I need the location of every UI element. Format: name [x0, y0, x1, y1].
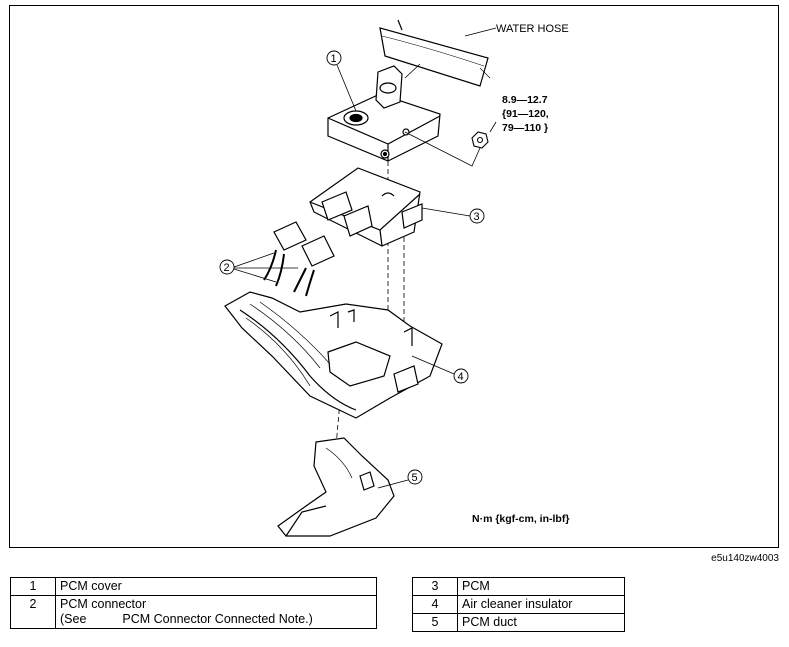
svg-text:3: 3 — [474, 211, 480, 223]
nut — [471, 131, 489, 149]
torque-spec-line-2: {91—120, — [502, 108, 549, 120]
water-hose-leader — [464, 27, 497, 37]
legend-number: 3 — [412, 577, 458, 596]
legend-note-prefix: (See — [60, 612, 87, 626]
torque-spec-line-3: 79—110 } — [502, 122, 548, 134]
legend-number: 4 — [412, 595, 458, 614]
legend-text-cell: PCM connector (See PCM Connector Connecte… — [55, 595, 377, 629]
legend-number: 2 — [10, 595, 56, 629]
pcm-connector-note-link[interactable]: PCM Connector Connected Note.) — [122, 612, 313, 626]
legend-table-left: 1 PCM cover 2 PCM connector (See PCM Conn… — [10, 577, 377, 629]
pcm-connectors — [263, 221, 335, 297]
svg-text:5: 5 — [412, 472, 418, 484]
callout-5: 5 — [377, 469, 423, 489]
legend-text: PCM — [457, 577, 625, 596]
water-hose — [379, 19, 491, 87]
legend-text: PCM cover — [55, 577, 377, 596]
svg-text:4: 4 — [458, 371, 464, 383]
legend-row: 4 Air cleaner insulator — [412, 595, 625, 614]
exploded-diagram: WATER HOSE 1 8.9—12.7 {91—120, 7 — [219, 19, 569, 537]
legend-table-right: 3 PCM 4 Air cleaner insulator 5 PCM duct — [412, 577, 625, 632]
callout-1: 1 — [326, 50, 357, 112]
pcm-duct — [277, 437, 395, 537]
legend-row: 1 PCM cover — [10, 577, 377, 596]
pcm-cover — [327, 65, 441, 162]
air-cleaner-insulator — [224, 291, 443, 419]
units-note: N·m {kgf-cm, in-lbf} — [472, 513, 569, 525]
diagram-frame: WATER HOSE 1 8.9—12.7 {91—120, 7 — [9, 5, 779, 548]
water-hose-label: WATER HOSE — [496, 23, 569, 35]
pcm-unit — [309, 167, 423, 247]
legend-row: 5 PCM duct — [412, 613, 625, 632]
legend-row: 2 PCM connector (See PCM Connector Connec… — [10, 595, 377, 629]
figure-id: e5u140zw4003 — [711, 553, 779, 564]
legend-text: PCM duct — [457, 613, 625, 632]
callout-2: 2 — [219, 252, 298, 283]
legend-text: PCM connector — [60, 597, 147, 611]
svg-text:2: 2 — [224, 262, 230, 274]
svg-text:1: 1 — [331, 53, 337, 65]
legend-number: 1 — [10, 577, 56, 596]
legend-text: Air cleaner insulator — [457, 595, 625, 614]
legend-number: 5 — [412, 613, 458, 632]
legend-row: 3 PCM — [412, 577, 625, 596]
torque-spec-line-1: 8.9—12.7 — [502, 94, 548, 106]
callout-3: 3 — [421, 207, 485, 224]
callout-4: 4 — [411, 355, 469, 384]
